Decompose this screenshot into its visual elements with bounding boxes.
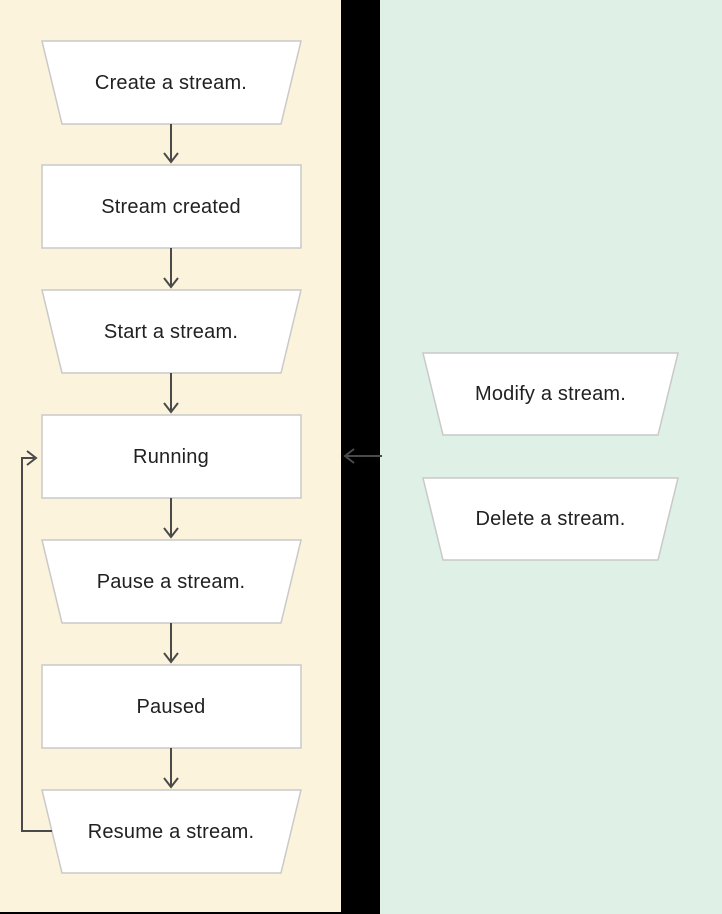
- node-pause-stream-shape: [41, 539, 302, 624]
- node-pause-stream: Pause a stream.: [96, 570, 246, 593]
- node-start-stream-shape: [41, 289, 302, 374]
- node-create-stream-shape: [41, 40, 302, 125]
- down-arrow-edges: [163, 124, 179, 789]
- node-running-shape: [41, 414, 302, 499]
- node-paused: Paused: [136, 695, 206, 718]
- node-delete-stream-shape: [422, 477, 679, 561]
- node-create-stream: Create a stream.: [94, 71, 248, 94]
- node-start-stream: Start a stream.: [103, 320, 239, 343]
- node-modify-stream: Modify a stream.: [474, 383, 627, 405]
- resume-to-running-loop-edge: [21, 450, 52, 832]
- operations-panel: [380, 0, 722, 914]
- node-stream-created-shape: [41, 164, 302, 249]
- node-resume-stream-shape: [41, 789, 302, 874]
- node-paused-shape: [41, 664, 302, 749]
- node-stream-created: Stream created: [101, 195, 241, 218]
- node-resume-stream: Resume a stream.: [87, 820, 255, 843]
- node-running: Running: [133, 445, 209, 468]
- operations-to-running-edge: [343, 448, 382, 464]
- node-modify-stream-shape: [422, 352, 679, 436]
- node-delete-stream: Delete a stream.: [475, 508, 626, 530]
